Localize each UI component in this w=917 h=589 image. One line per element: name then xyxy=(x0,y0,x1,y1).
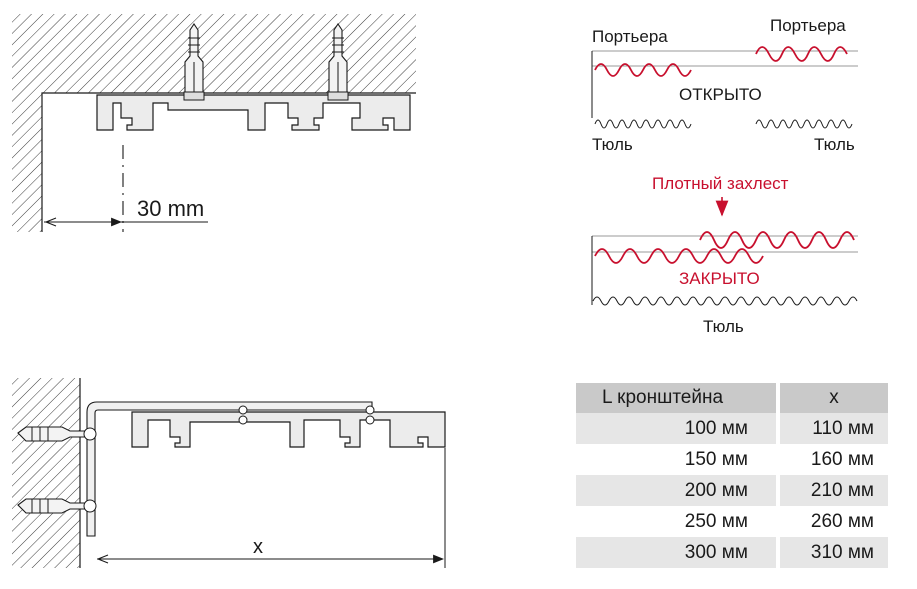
bracket-size-table: L кронштейна x 100 мм 110 мм 150 мм 160 … xyxy=(576,383,888,568)
curtain-closed-diagram: Плотный захлест ЗАКРЫТО Тюль xyxy=(591,174,858,336)
table-row: 200 мм 210 мм xyxy=(576,475,888,506)
tulle-left-label: Тюль xyxy=(592,135,633,154)
cell-bracket-length: 250 мм xyxy=(576,506,780,537)
table-row: 250 мм 260 мм xyxy=(576,506,888,537)
cell-x: 260 мм xyxy=(779,506,888,537)
open-tulle-right xyxy=(755,119,853,129)
open-tulle-left xyxy=(594,119,692,129)
curtain-open-diagram: Портьера Портьера ОТКРЫТО Тюль Тюль xyxy=(591,16,858,154)
open-curtain-right-wave xyxy=(755,46,848,62)
wall-dowel-bottom xyxy=(17,498,97,514)
cell-x: 160 мм xyxy=(779,444,888,475)
cell-bracket-length: 100 мм xyxy=(576,413,780,444)
overlap-label: Плотный захлест xyxy=(652,174,789,193)
width-label: x xyxy=(253,536,263,558)
cell-x: 310 мм xyxy=(779,537,888,568)
curtain-right-label: Портьера xyxy=(770,16,846,35)
closed-curtain-back-wave xyxy=(699,231,855,249)
cell-x: 110 мм xyxy=(779,413,888,444)
wall-mount-diagram: x xyxy=(12,378,446,568)
table-header-row: L кронштейна x xyxy=(576,383,888,413)
open-curtain-left-wave xyxy=(594,63,692,77)
closed-tulle xyxy=(592,296,858,306)
header-x: x xyxy=(779,383,888,413)
wall-hatch xyxy=(12,378,80,568)
ceiling-dowel-right xyxy=(327,23,349,101)
table-row: 300 мм 310 мм xyxy=(576,537,888,568)
wall-rail-profile xyxy=(131,411,446,448)
table-row: 150 мм 160 мм xyxy=(576,444,888,475)
ceiling-mount-diagram: 30 mm xyxy=(12,14,416,232)
curtain-left-label: Портьера xyxy=(592,27,668,46)
cell-bracket-length: 200 мм xyxy=(576,475,780,506)
tulle-bottom-label: Тюль xyxy=(703,317,744,336)
table-row: 100 мм 110 мм xyxy=(576,413,888,444)
state-open-label: ОТКРЫТО xyxy=(679,85,762,104)
ceiling-wall-hatch xyxy=(12,14,416,232)
gap-label: 30 mm xyxy=(137,196,204,221)
wall-dowel-top xyxy=(17,426,97,442)
tulle-right-label: Тюль xyxy=(814,135,855,154)
ceiling-rail-profile xyxy=(96,94,411,131)
cell-bracket-length: 150 мм xyxy=(576,444,780,475)
cell-x: 210 мм xyxy=(779,475,888,506)
closed-curtain-front-wave xyxy=(594,248,764,264)
ceiling-wall-edge xyxy=(41,92,416,232)
ceiling-dowel-left xyxy=(183,23,205,101)
cell-bracket-length: 300 мм xyxy=(576,537,780,568)
state-closed-label: ЗАКРЫТО xyxy=(679,269,760,288)
header-bracket-length: L кронштейна xyxy=(576,383,780,413)
